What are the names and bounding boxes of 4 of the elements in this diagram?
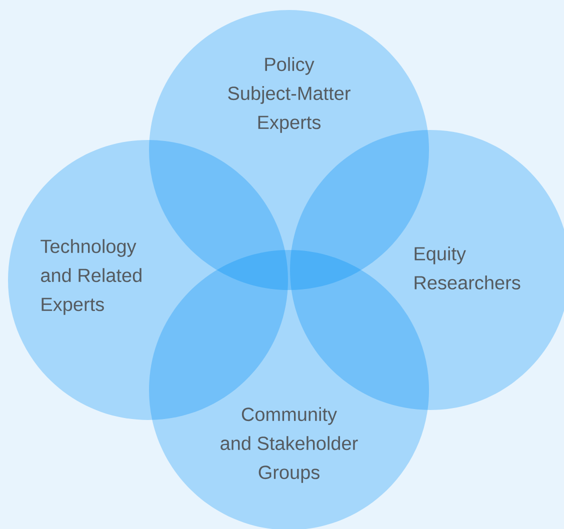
- circle-label: Policy Subject-Matter Experts: [228, 57, 350, 133]
- circle-label: Equity Researchers: [414, 246, 520, 290]
- circle-label: Community and Stakeholder Groups: [220, 407, 358, 483]
- circle-label: Technology and Related Experts: [40, 239, 142, 315]
